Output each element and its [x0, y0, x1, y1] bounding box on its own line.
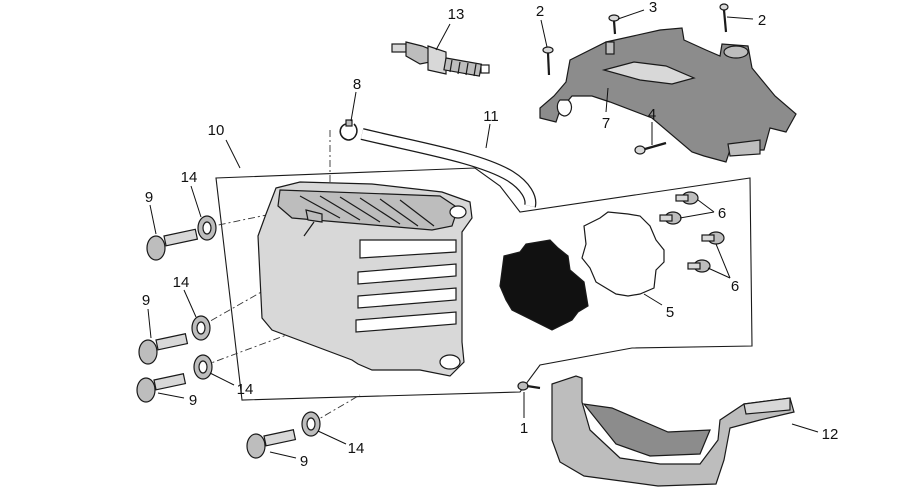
callout-9-b: 9 [142, 292, 150, 309]
spark-plug [391, 41, 490, 77]
callout-6-bottom: 6 [731, 278, 739, 295]
screw-part-4 [634, 141, 667, 155]
callout-2-right: 2 [758, 12, 766, 29]
gasket-light [581, 211, 665, 297]
callout-9-c: 9 [189, 392, 197, 409]
screw-part-2-right [719, 3, 729, 33]
screw-part-2-left [542, 46, 554, 76]
callout-9-a: 9 [145, 189, 153, 206]
callout-14-d: 14 [348, 440, 365, 457]
upper-cover [539, 27, 797, 163]
gasket-dark [499, 239, 589, 331]
callout-14-b: 14 [173, 274, 190, 291]
cylinder-head-cover [257, 181, 473, 377]
callout-6-top: 6 [718, 205, 726, 222]
assembly-outline-frame [215, 167, 753, 401]
callout-3: 3 [649, 0, 657, 16]
washer-part-14-c [193, 354, 213, 380]
cover-fins [299, 195, 435, 227]
flange-bolt-part-9-b [138, 333, 189, 365]
washer-part-14-a [197, 215, 217, 241]
flange-bolt-part-9-d [246, 429, 297, 459]
flange-bolt-part-9-a [146, 228, 199, 261]
callout-1: 1 [520, 420, 528, 437]
small-bolts-part-6 [659, 191, 725, 273]
callout-12: 12 [822, 426, 839, 443]
callout-7: 7 [602, 115, 610, 132]
callout-14-c: 14 [237, 381, 254, 398]
washer-part-14-b [191, 315, 211, 341]
callout-13: 13 [448, 6, 465, 23]
small-screw-part-1 [517, 381, 541, 391]
callout-9-d: 9 [300, 453, 308, 470]
callout-10: 10 [208, 122, 225, 139]
flange-bolt-part-9-c [136, 373, 187, 403]
leader-lines [147, 9, 819, 459]
lower-cover [551, 375, 795, 487]
callout-2-left: 2 [536, 3, 544, 20]
callout-4: 4 [648, 106, 656, 123]
hose-clamp [339, 119, 358, 141]
callout-14-a: 14 [181, 169, 198, 186]
screw-part-3 [608, 14, 620, 35]
callout-8: 8 [353, 76, 361, 93]
callout-11: 11 [483, 108, 499, 125]
callout-5: 5 [666, 304, 674, 321]
breather-hose [360, 128, 537, 208]
washer-part-14-d [301, 411, 321, 437]
